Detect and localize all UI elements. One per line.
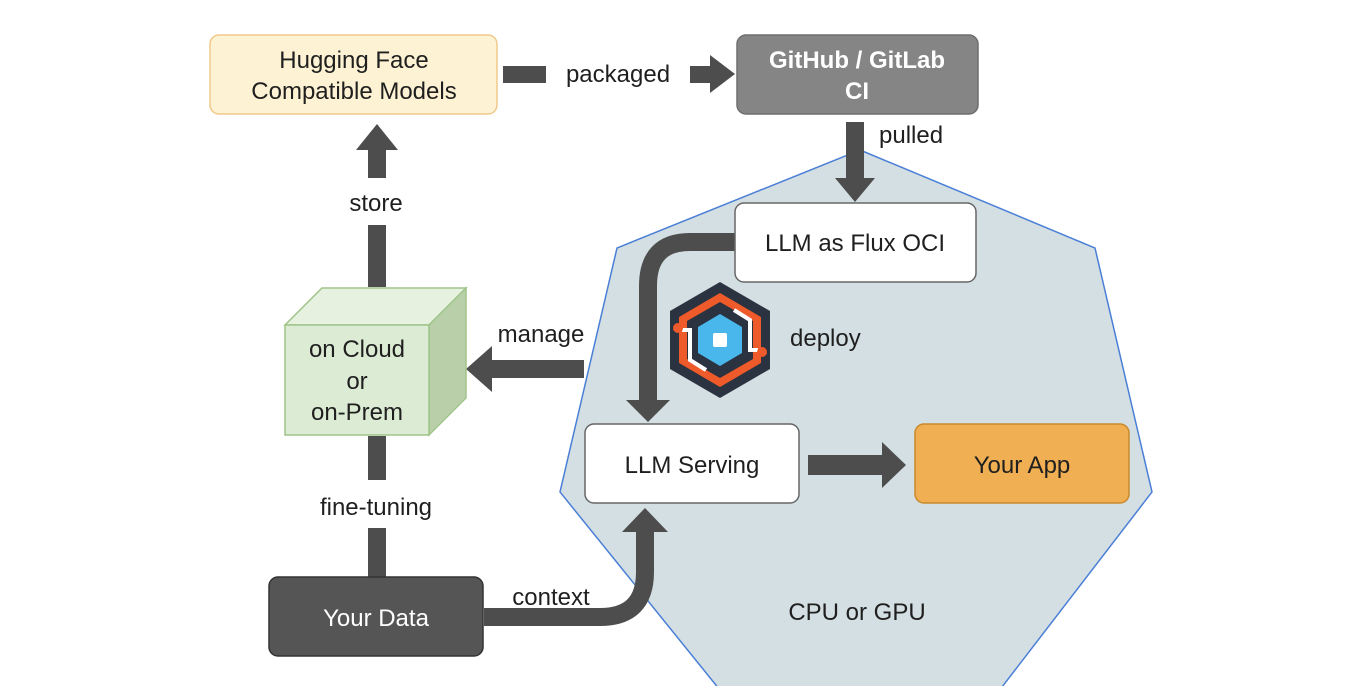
arrow-packaged-head [710, 55, 735, 93]
node-llm-serving: LLM Serving [584, 423, 800, 504]
arrow-store-lower [368, 225, 386, 287]
node-ci: GitHub / GitLab CI [736, 34, 979, 115]
node-cloud: on Cloud or on-Prem [283, 286, 468, 437]
arrow-deploy-curve [639, 233, 735, 402]
edge-label-store: store [349, 190, 402, 217]
node-hf-models: Hugging Face Compatible Models [209, 34, 498, 115]
edge-label-fine-tuning: fine-tuning [320, 494, 432, 521]
arrow-finetune-lower [368, 528, 386, 578]
arrow-app-head [882, 442, 906, 488]
edge-label-manage: manage [498, 321, 585, 348]
edge-label-pulled: pulled [879, 122, 943, 149]
arrow-app-shaft [808, 455, 884, 475]
arrow-packaged-tail [503, 66, 546, 83]
edge-label-packaged: packaged [566, 61, 670, 88]
cpu-gpu-region [559, 149, 1153, 686]
node-flux-oci: LLM as Flux OCI [734, 202, 977, 283]
arrow-context-curve [484, 530, 654, 626]
node-your-data: Your Data [268, 576, 484, 657]
arrow-finetune-upper [368, 436, 386, 480]
arrow-manage-head [466, 346, 492, 392]
edge-label-deploy: deploy [790, 325, 861, 352]
region-label: CPU or GPU [788, 599, 925, 626]
flux-logo-icon [670, 282, 770, 398]
arrow-packaged-shaft [690, 66, 712, 83]
arrow-store-upper [368, 148, 386, 178]
arrow-context-head [622, 508, 668, 532]
arrow-manage-shaft [490, 360, 584, 378]
arrow-pulled-head [835, 178, 875, 202]
arrows [356, 55, 906, 626]
cube-front-face [284, 324, 430, 436]
arrow-deploy-head [626, 400, 670, 422]
edge-label-context: context [512, 584, 590, 611]
arrow-store-head [356, 124, 398, 150]
node-your-app: Your App [914, 423, 1130, 504]
arrow-pulled-shaft [846, 122, 864, 180]
